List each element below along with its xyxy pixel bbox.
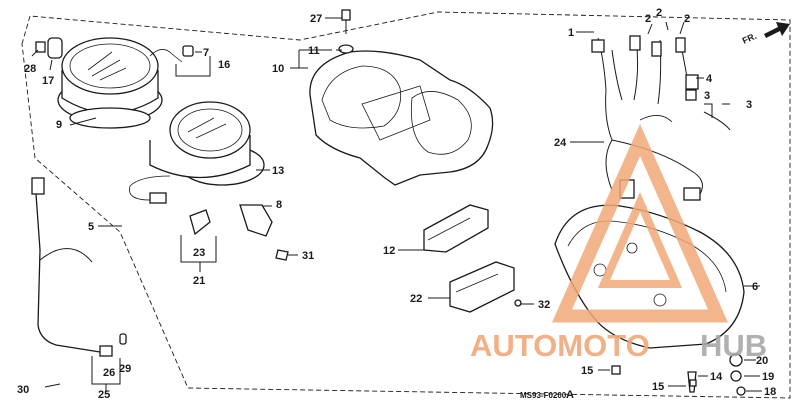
callout-25: 25 — [98, 389, 110, 401]
callout-2b: 2 — [656, 7, 662, 19]
meter-case — [309, 50, 494, 186]
callout-17: 17 — [42, 75, 54, 87]
callout-32: 32 — [538, 299, 550, 311]
callout-9: 9 — [56, 119, 62, 131]
callout-24: 24 — [554, 137, 567, 149]
front-arrow-icon — [764, 22, 790, 38]
callout-13: 13 — [272, 165, 284, 177]
watermark: AUTOMOTO HUB — [470, 123, 767, 363]
watermark-text-secondary: HUB — [700, 328, 767, 363]
callout-30: 30 — [17, 384, 29, 396]
speedometer-assembly — [57, 37, 183, 129]
hardware-fasteners — [35, 9, 746, 396]
callout-2c: 2 — [684, 13, 690, 25]
tachometer-assembly — [129, 101, 265, 204]
callout-29: 29 — [119, 363, 131, 375]
front-direction-indicator: FR. — [741, 22, 790, 46]
callout-15b: 15 — [652, 381, 664, 393]
callout-2a: 2 — [645, 13, 651, 25]
callout-21: 21 — [193, 275, 205, 287]
callout-16: 16 — [218, 59, 230, 71]
callout-15a: 15 — [581, 365, 593, 377]
callout-3b: 3 — [746, 99, 752, 111]
boundary-outline — [21, 11, 791, 399]
callout-18: 18 — [764, 386, 776, 398]
front-direction-label: FR. — [741, 31, 758, 46]
callout-22: 22 — [410, 293, 422, 305]
callout-14: 14 — [710, 371, 723, 383]
figure-code-text: MS93-F0200 — [520, 391, 567, 400]
watermark-text-primary: AUTOMOTO — [470, 328, 650, 363]
bracket-parts — [189, 204, 273, 237]
callout-31: 31 — [302, 250, 314, 262]
callout-7: 7 — [203, 47, 209, 59]
callout-12: 12 — [383, 245, 395, 257]
callout-19: 19 — [762, 371, 774, 383]
leader-lines — [31, 17, 762, 392]
callout-6: 6 — [752, 281, 758, 293]
callout-20: 20 — [756, 355, 768, 367]
indicator-housings — [423, 204, 515, 313]
callout-23: 23 — [193, 247, 205, 259]
callout-8: 8 — [276, 199, 282, 211]
callout-4: 4 — [706, 73, 713, 85]
callout-11: 11 — [308, 45, 320, 57]
callout-28: 28 — [24, 63, 36, 75]
callout-1: 1 — [568, 27, 574, 39]
figure-code: MS93-F0200 A — [520, 389, 574, 401]
callout-26: 26 — [103, 367, 115, 379]
callout-3a: 3 — [704, 90, 710, 102]
speedometer-cable — [31, 177, 113, 357]
callout-labels: 1 2 2 2 3 3 4 5 6 7 8 9 10 11 12 13 14 1… — [17, 7, 776, 401]
figure-code-suffix: A — [566, 389, 574, 401]
callout-10: 10 — [272, 63, 284, 75]
callout-27: 27 — [310, 13, 322, 25]
watermark-triangle-logo — [552, 123, 728, 323]
callout-5: 5 — [88, 221, 94, 233]
